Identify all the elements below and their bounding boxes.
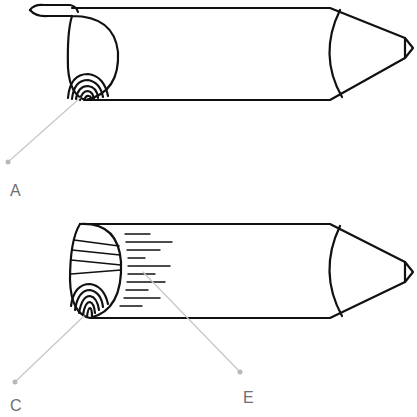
leader-line xyxy=(8,98,80,162)
cone-edge xyxy=(329,10,342,97)
cut-face xyxy=(70,224,121,318)
leader-dot xyxy=(238,370,243,375)
callout-letter: C xyxy=(10,398,22,414)
leader-lines xyxy=(8,98,240,382)
tab xyxy=(30,5,78,12)
growth-rings xyxy=(71,284,108,317)
top-pencil xyxy=(30,5,413,100)
callout-letter: E xyxy=(243,390,254,406)
growth-rings xyxy=(68,74,108,100)
cone-edge xyxy=(329,226,342,316)
tab xyxy=(30,10,72,16)
face-stripes xyxy=(71,240,121,274)
cut-face xyxy=(68,16,118,100)
leader-dot xyxy=(6,160,11,165)
pencil-body xyxy=(72,8,413,100)
bottom-pencil xyxy=(70,224,413,318)
leader-line xyxy=(15,316,84,382)
callout-letter: A xyxy=(10,183,21,199)
wood-grain xyxy=(120,234,172,306)
leader-dots xyxy=(6,160,243,385)
pencil-tip xyxy=(404,38,406,58)
leader-dot xyxy=(13,380,18,385)
leader-line xyxy=(143,272,240,372)
pencil-body xyxy=(80,224,413,318)
pencil-tip xyxy=(404,262,406,282)
